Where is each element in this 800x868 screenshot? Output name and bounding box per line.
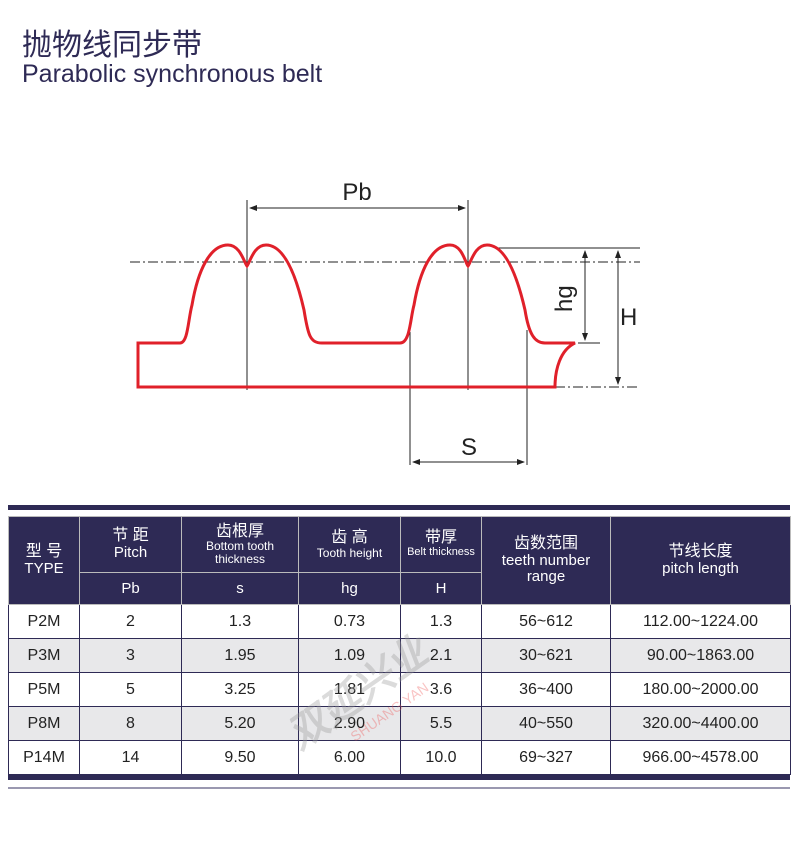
table-cell: 9.50 — [181, 740, 299, 775]
h-label: H — [620, 304, 637, 331]
table-cell: 40~550 — [481, 706, 611, 741]
table-cell: 3 — [79, 638, 182, 673]
table-cell: 3.25 — [181, 672, 299, 707]
table-cell: P2M — [8, 604, 80, 639]
table-cell: P14M — [8, 740, 80, 775]
table-cell: 30~621 — [481, 638, 611, 673]
sym-h: H — [400, 572, 482, 605]
bottom-bar — [8, 774, 790, 780]
table-cell: 320.00~4400.00 — [610, 706, 791, 741]
belt-profile — [136, 243, 576, 389]
table-cell: P5M — [8, 672, 80, 707]
table-cell: 180.00~2000.00 — [610, 672, 791, 707]
table-cell: 112.00~1224.00 — [610, 604, 791, 639]
table-cell: 0.73 — [298, 604, 401, 639]
table-cell: 1.95 — [181, 638, 299, 673]
table-cell: 56~612 — [481, 604, 611, 639]
table-cell: 8 — [79, 706, 182, 741]
table-cell: 36~400 — [481, 672, 611, 707]
table-cell: 2.90 — [298, 706, 401, 741]
table-cell: 5.5 — [400, 706, 482, 741]
table-cell: 69~327 — [481, 740, 611, 775]
bottom-line — [8, 787, 790, 789]
table-cell: 1.3 — [181, 604, 299, 639]
table-cell: 2 — [79, 604, 182, 639]
top-divider — [8, 505, 790, 510]
table-cell: 10.0 — [400, 740, 482, 775]
sym-pb: Pb — [79, 572, 182, 605]
s-label: S — [461, 434, 477, 461]
title-zh: 抛物线同步带 — [22, 29, 202, 62]
table-cell: P8M — [8, 706, 80, 741]
table-cell: 5.20 — [181, 706, 299, 741]
table-cell: 14 — [79, 740, 182, 775]
table-cell: 966.00~4578.00 — [610, 740, 791, 775]
table-cell: 2.1 — [400, 638, 482, 673]
table-cell: 5 — [79, 672, 182, 707]
table-cell: P3M — [8, 638, 80, 673]
table-cell: 90.00~1863.00 — [610, 638, 791, 673]
hg-label: hg — [551, 285, 578, 312]
sym-hg: hg — [298, 572, 401, 605]
table-cell: 1.09 — [298, 638, 401, 673]
belt-diagram: Pb S hg H — [130, 179, 640, 465]
sym-s: s — [181, 572, 299, 605]
pb-label: Pb — [342, 179, 371, 206]
table-cell: 6.00 — [298, 740, 401, 775]
title-en: Parabolic synchronous belt — [22, 60, 323, 88]
table-cell: 1.81 — [298, 672, 401, 707]
table-cell: 1.3 — [400, 604, 482, 639]
table-cell: 3.6 — [400, 672, 482, 707]
